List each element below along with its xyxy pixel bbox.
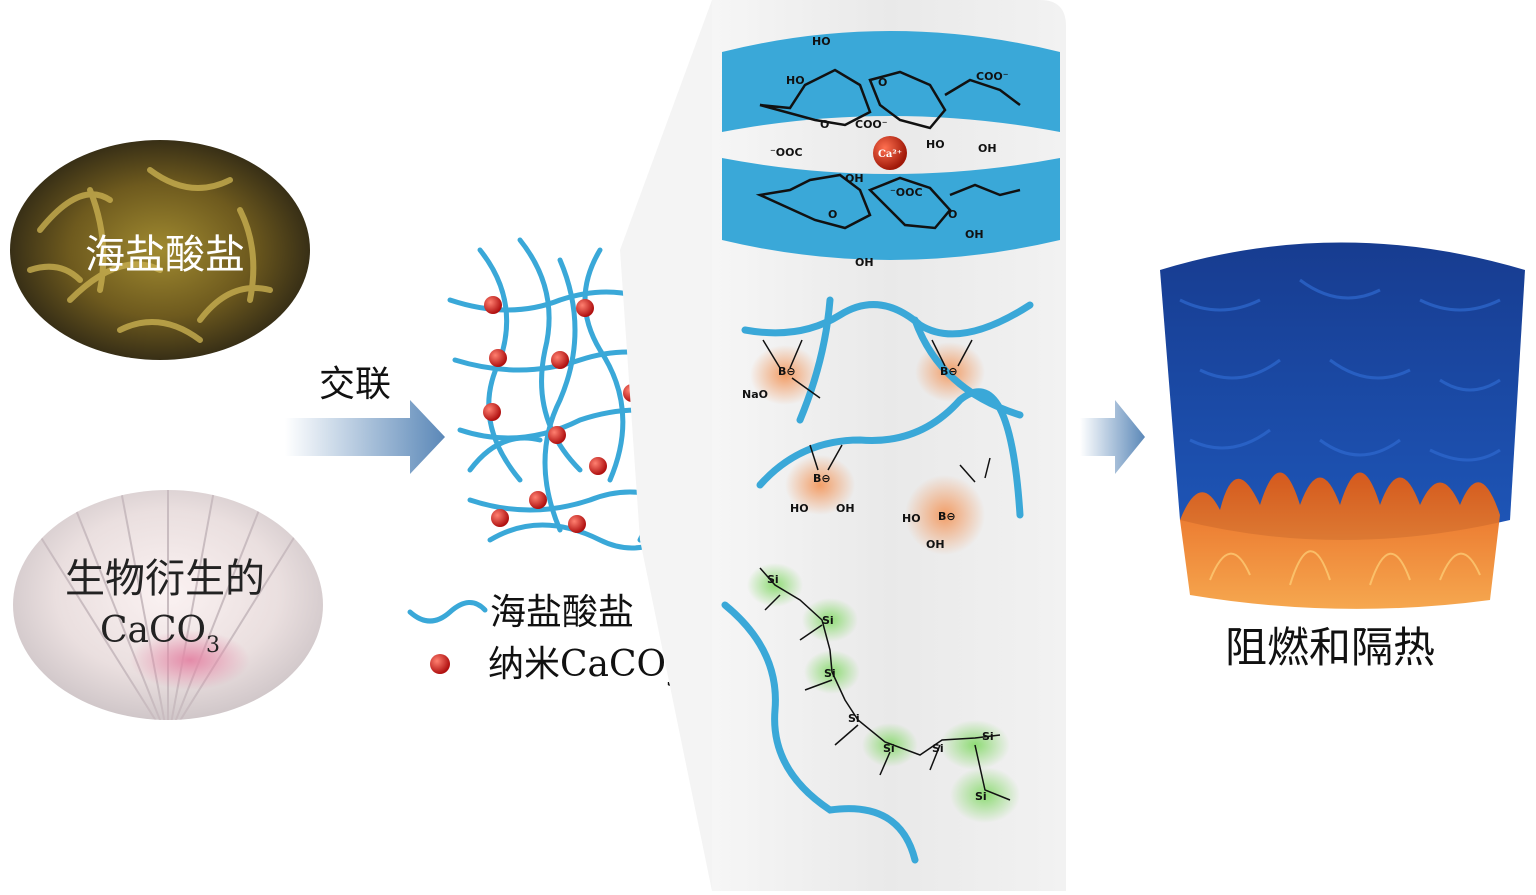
svg-text:Si: Si <box>824 667 836 680</box>
shell-photo: 生物衍生的 CaCO3 <box>13 490 323 720</box>
svg-text:Si: Si <box>848 712 860 725</box>
svg-text:Si: Si <box>932 742 944 755</box>
svg-text:OH: OH <box>836 502 855 515</box>
egg-box-labels: HO HO COO⁻ O O COO⁻ HO ⁻OOC OH ⁻OOC OH O… <box>770 35 1009 269</box>
svg-text:Si: Si <box>883 742 895 755</box>
svg-text:HO: HO <box>790 502 809 515</box>
svg-text:Si: Si <box>767 573 779 586</box>
svg-text:Si: Si <box>822 614 834 627</box>
legend-particle-label: 纳米CaCO3 <box>488 644 680 692</box>
svg-text:OH: OH <box>855 256 874 269</box>
egg-box-structure: HO HO COO⁻ O O COO⁻ HO ⁻OOC OH ⁻OOC OH O… <box>722 31 1060 269</box>
svg-text:B⊖: B⊖ <box>813 472 831 485</box>
svg-text:O: O <box>948 208 957 221</box>
result-arrow <box>1080 400 1145 474</box>
detail-panel: HO HO COO⁻ O O COO⁻ HO ⁻OOC OH ⁻OOC OH O… <box>712 0 1066 891</box>
svg-text:COO⁻: COO⁻ <box>976 70 1009 83</box>
svg-text:B⊖: B⊖ <box>940 365 958 378</box>
svg-text:HO: HO <box>902 512 921 525</box>
legend-particle-swatch <box>430 654 450 674</box>
crosslink-label: 交联 <box>319 364 391 405</box>
svg-text:O: O <box>878 76 887 89</box>
svg-text:Si: Si <box>975 790 987 803</box>
flames <box>1180 472 1500 609</box>
aerogel-foam <box>1160 242 1525 609</box>
shell-label-line1: 生物衍生的 <box>65 556 265 602</box>
result-label: 阻燃和隔热 <box>1225 623 1435 672</box>
siloxane-crosslinks: Si Si Si Si Si Si Si Si <box>721 563 1020 864</box>
calcium-ion-label: Ca²⁺ <box>878 149 902 160</box>
calcium-ion <box>873 136 907 170</box>
legend-chain-swatch <box>407 600 488 624</box>
crosslink-arrow: 交联 <box>285 364 445 474</box>
svg-text:O: O <box>820 118 829 131</box>
svg-text:NaO: NaO <box>742 388 768 401</box>
svg-text:HO: HO <box>926 138 945 151</box>
svg-text:Si: Si <box>982 730 994 743</box>
seaweed-photo: 海盐酸盐 <box>10 140 310 360</box>
svg-text:HO: HO <box>786 74 805 87</box>
legend-chain-label: 海盐酸盐 <box>490 592 634 633</box>
seaweed-label: 海盐酸盐 <box>85 232 245 278</box>
legend: 海盐酸盐 纳米CaCO3 <box>407 592 680 692</box>
svg-text:OH: OH <box>845 172 864 185</box>
svg-text:⁻OOC: ⁻OOC <box>770 146 803 159</box>
svg-text:B⊖: B⊖ <box>938 510 956 523</box>
svg-text:OH: OH <box>965 228 984 241</box>
svg-text:HO: HO <box>812 35 831 48</box>
svg-text:COO⁻: COO⁻ <box>855 118 888 131</box>
borate-crosslinks: B⊖ B⊖ B⊖ B⊖ NaO HO OH HO OH <box>741 296 1034 555</box>
svg-text:⁻OOC: ⁻OOC <box>890 186 923 199</box>
svg-text:B⊖: B⊖ <box>778 365 796 378</box>
svg-text:OH: OH <box>926 538 945 551</box>
svg-text:O: O <box>828 208 837 221</box>
svg-text:OH: OH <box>978 142 997 155</box>
shell-label-line2: CaCO3 <box>100 610 220 658</box>
zoom-wedge <box>620 0 712 891</box>
